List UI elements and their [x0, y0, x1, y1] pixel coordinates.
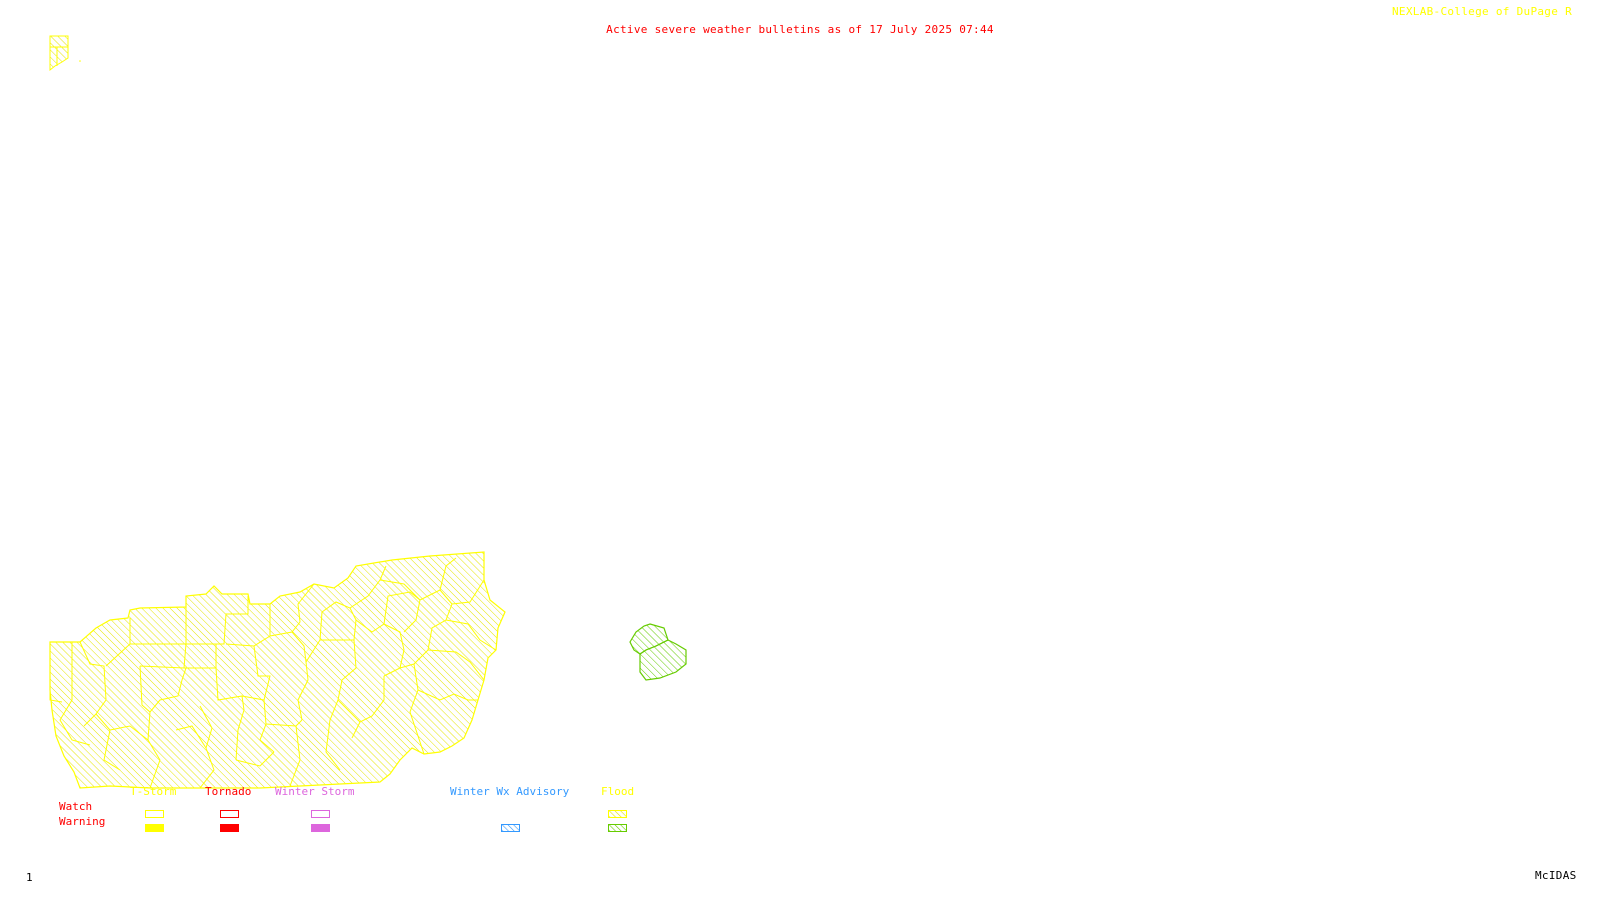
- swatch-tornado-warning: [220, 824, 239, 832]
- flood-warning-area: [629, 623, 687, 681]
- legend-col-winter-storm: Winter Storm: [275, 785, 355, 798]
- frame-number: 1: [26, 871, 33, 884]
- credit-label: NEXLAB-College of DuPage R: [1392, 5, 1572, 18]
- legend-col-tstorm: T-Storm: [130, 785, 177, 798]
- swatch-tstorm-watch: [145, 810, 164, 818]
- swatch-flood-warning: [608, 824, 627, 832]
- legend-row-watch: Watch: [59, 800, 93, 813]
- flood-watch-area-northwest: [49, 35, 81, 72]
- legend-col-tornado: Tornado: [205, 785, 252, 798]
- legend-row-warning: Warning: [59, 815, 106, 828]
- swatch-winter-storm-warning: [311, 824, 330, 832]
- swatch-winter-wx-advisory: [501, 824, 520, 832]
- page-title: Active severe weather bulletins as of 17…: [606, 23, 994, 36]
- software-label: McIDAS: [1535, 869, 1577, 882]
- swatch-flood-watch: [608, 810, 627, 818]
- legend-col-flood: Flood: [601, 785, 635, 798]
- swatch-tornado-watch: [220, 810, 239, 818]
- swatch-tstorm-warning: [145, 824, 164, 832]
- legend-col-winter-wx-advisory: Winter Wx Advisory: [450, 785, 570, 798]
- flood-watch-area-southeast: [49, 551, 506, 789]
- swatch-winter-storm-watch: [311, 810, 330, 818]
